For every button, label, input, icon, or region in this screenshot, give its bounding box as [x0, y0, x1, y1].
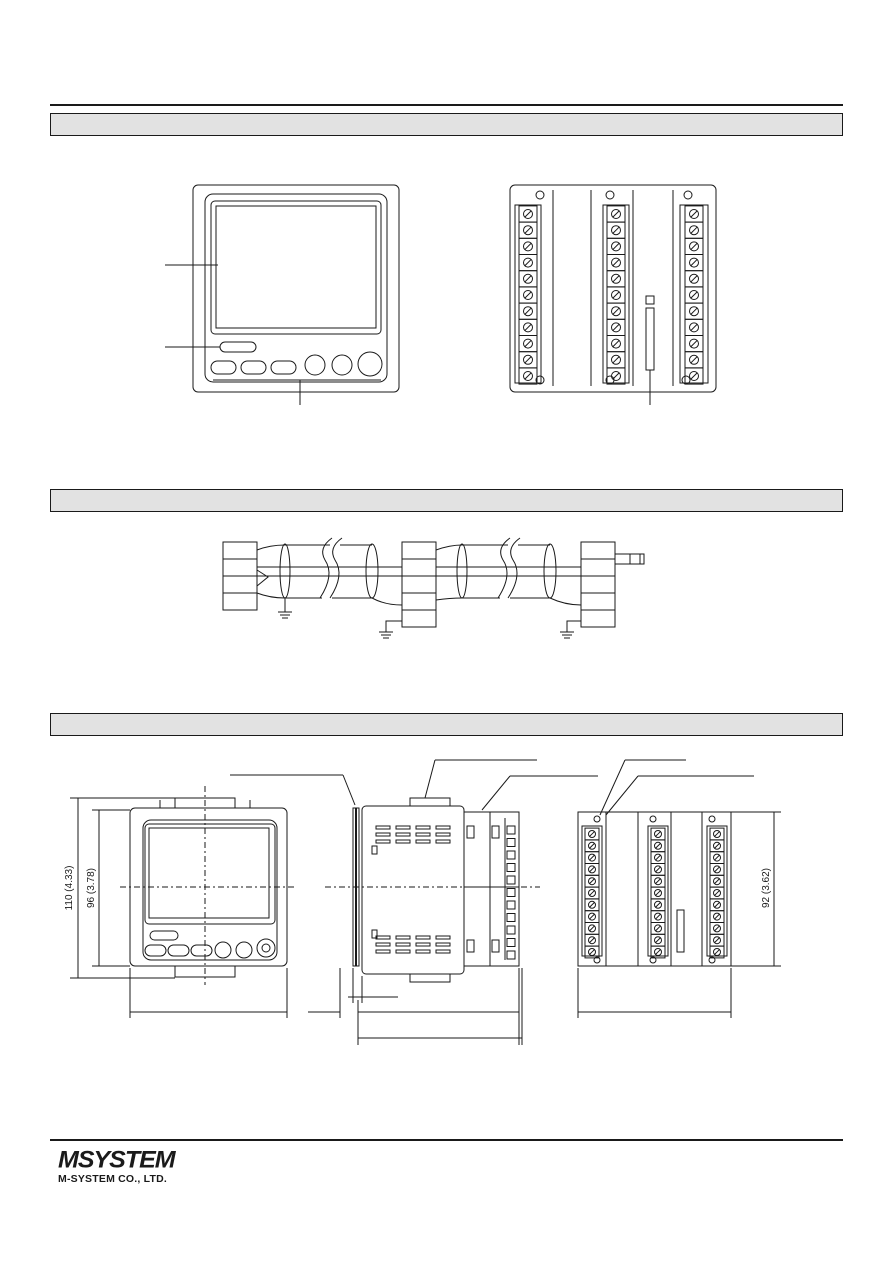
bottom-rule	[50, 1139, 843, 1141]
terminal-block-left	[222, 541, 258, 611]
front-panel-drawing	[165, 184, 400, 405]
rear-height-dimension: 92 (3.62)	[761, 868, 772, 908]
wiring-diagram-figure	[222, 537, 645, 639]
rear-dimension-view	[577, 759, 781, 1018]
section-header-1	[50, 113, 843, 136]
section-header-2	[50, 489, 843, 512]
section-header-3	[50, 713, 843, 736]
front-and-rear-view-figure	[165, 184, 717, 405]
shielded-cable-1	[256, 537, 403, 639]
dimension-drawing-figure: 110 (4.33) 96 (3.78) 92 (3.62)	[64, 759, 781, 1045]
terminating-resistor	[614, 553, 645, 565]
terminal-block-middle	[401, 541, 437, 628]
logo-wordmark: MSYSTEM	[58, 1146, 176, 1174]
overall-height-dimension: 110 (4.33)	[64, 866, 75, 911]
company-name: M-SYSTEM CO., LTD.	[58, 1173, 167, 1185]
side-dimension-view	[230, 759, 598, 1045]
bezel-height-dimension: 96 (3.78)	[86, 868, 97, 908]
front-dimension-view	[70, 786, 296, 1018]
company-logo: MSYSTEM M-SYSTEM CO., LTD.	[58, 1146, 176, 1185]
top-rule	[50, 104, 843, 106]
shielded-cable-2	[435, 537, 582, 639]
rear-view-drawing	[509, 184, 717, 405]
terminal-block-right	[580, 541, 616, 628]
